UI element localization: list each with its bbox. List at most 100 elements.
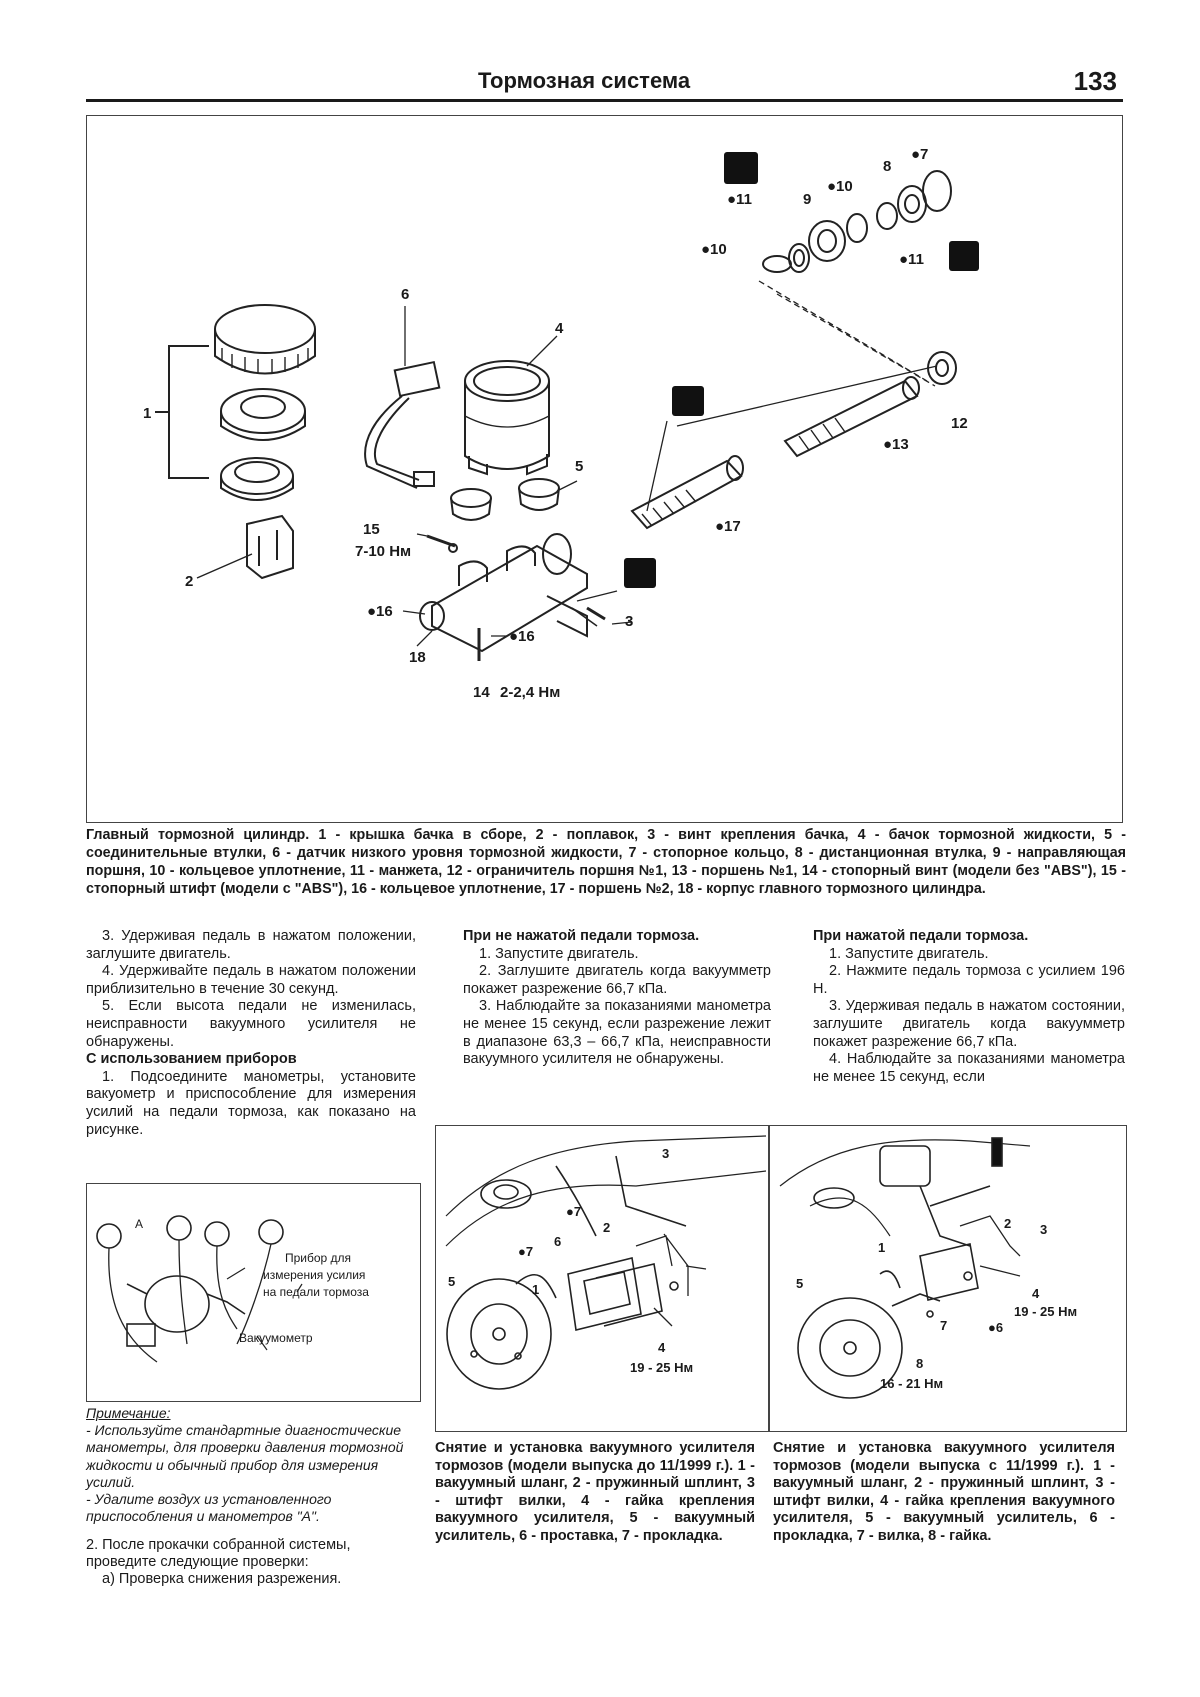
note-title: Примечание: [86,1405,171,1421]
label-16-right: ●16 [509,628,535,645]
check-steps: 2. После прокачки собранной системы, про… [86,1537,419,1589]
torque-label-b: 16 - 21 Нм [880,1376,943,1391]
vacuum-hose [515,1273,557,1299]
text-column-2: При не нажатой педали тормоза. 1. Запуст… [463,928,771,1069]
label-1: 1 [878,1240,885,1255]
label-2: 2 [185,573,193,590]
level-sensor [364,360,441,489]
vacuum-booster [797,1297,903,1399]
paragraph: а) Проверка снижения разрежения. [102,1571,342,1588]
label-12: 12 [951,415,968,432]
paragraph: 1. Запустите двигатель. [479,945,639,962]
paragraph: 2. Заглушите двигатель когда вакуумметр … [463,963,771,997]
torque-15: 7-10 Нм [355,543,411,560]
label-10-top: ●10 [827,178,853,195]
master-cylinder-figure: 1 2 3 4 5 6 ●7 8 9 ●10 ●10 ●11 ●11 12 ●1… [86,115,1123,823]
label-3: 3 [662,1146,669,1161]
seal-kit [762,170,952,273]
label-pedal-line3: на педали тормоза [263,1285,369,1299]
vacuum-booster [446,1278,552,1390]
label-5: 5 [796,1276,803,1291]
torque-label: 19 - 25 Нм [630,1360,693,1375]
piston-limiter [927,351,957,385]
text-column-3: При нажатой педали тормоза. 1. Запустите… [813,928,1125,1086]
label-8: 8 [883,158,891,175]
label-6: 6 [401,286,409,303]
text-column-1: 3. Удерживая педаль в нажатом положении,… [86,928,416,1139]
label-pedal-line2: измерения усилия [263,1268,365,1282]
label-4: 4 [1032,1286,1040,1301]
note-block: Примечание: - Используйте стандартные ди… [86,1405,419,1525]
label-3: 3 [625,613,633,630]
page-number: 133 [1073,66,1117,96]
label-7: 7 [940,1318,947,1333]
note-item: - Используйте стандартные диагностически… [86,1422,404,1490]
torque-label-a: 19 - 25 Нм [1014,1304,1077,1319]
booster-figure-post-1999: 2 3 1 5 ●6 7 8 4 19 - 25 Нм 16 - 21 Нм [769,1125,1127,1432]
page-header: Тормозная система 133 [86,60,1123,102]
paragraph: 4. Удерживайте педаль в нажатом положени… [86,963,416,997]
reservoir-cap [214,304,316,375]
label-vacuum: Вакуумометр [239,1331,313,1345]
note-item: - Удалите воздух из установленного присп… [86,1491,332,1525]
label-a: A [135,1217,143,1231]
strut-mount [480,1155,687,1237]
subheading: При нажатой педали тормоза. [813,928,1029,944]
label-13: ●13 [883,436,909,453]
label-15: 15 [363,521,380,538]
label-4: 4 [658,1340,666,1355]
paragraph: 2. После прокачки собранной системы, про… [86,1537,351,1571]
piston-2 [630,455,744,530]
spacer [567,1257,663,1331]
reservoir-filter [220,457,294,501]
gasket [919,1243,979,1301]
label-7: ●7 [911,146,928,163]
brake-fluid-reservoir [464,360,550,476]
paragraph: 5. Если высота педали не изменилась, неи… [86,998,416,1050]
label-1: 1 [143,405,151,422]
label-7-top: ●7 [566,1204,581,1219]
brake-fluid-pad [624,152,979,588]
vacuum-hose [879,1270,941,1307]
subheading: С использованием приборов [86,1051,297,1068]
master-cylinder-body [419,533,598,653]
booster-assembly [126,1275,246,1347]
bracket-line [155,345,209,479]
label-11-right: ●11 [899,251,924,268]
piston-1 [783,376,920,458]
section-title: Тормозная система [478,68,691,93]
label-14: 14 [473,684,490,701]
label-3: 3 [1040,1222,1047,1237]
float [246,514,294,580]
subheading: При не нажатой педали тормоза. [463,928,700,944]
label-pedal-line1: Прибор для [285,1251,351,1265]
label-6: ●6 [988,1320,1003,1335]
paragraph: 1. Запустите двигатель. [829,945,989,962]
label-7-left: ●7 [518,1244,533,1259]
label-17: ●17 [715,518,741,535]
label-18: 18 [409,649,426,666]
label-2: 2 [1004,1216,1011,1231]
label-5: 5 [448,1274,455,1289]
label-2: 2 [603,1220,610,1235]
label-5: 5 [575,458,583,475]
pressure-gauges [96,1215,284,1249]
paragraph: 4. Наблюдайте за показаниями манометра н… [813,1051,1125,1085]
paragraph: 3. Удерживая педаль в нажатом состоянии,… [813,998,1125,1050]
label-10-left: ●10 [701,241,727,258]
header-rule [86,99,1123,102]
gauge-setup-figure: A Прибор для измерения усилия на педали … [86,1183,421,1402]
main-figure-caption: Главный тормозной цилиндр. 1 - крышка ба… [86,827,1126,897]
reservoir-cap-seal [220,388,306,441]
booster-figure-pre-1999: 3 2 1 5 6 ●7 ●7 4 19 - 25 Нм [435,1125,769,1432]
booster-caption-pre-1999: Снятие и установка вакуумного усилителя … [435,1440,755,1544]
label-6: 6 [554,1234,561,1249]
connector-bushings [450,478,560,521]
paragraph: 2. Нажмите педаль тормоза с усилием 196 … [813,963,1125,997]
label-9: 9 [803,191,811,208]
label-11-left: ●11 [727,191,752,208]
label-4: 4 [555,320,564,337]
paragraph: 3. Удерживая педаль в нажатом положении,… [86,928,416,962]
label-8: 8 [916,1356,923,1371]
paragraph: 1. Подсоедините манометры, установите ва… [86,1068,416,1138]
